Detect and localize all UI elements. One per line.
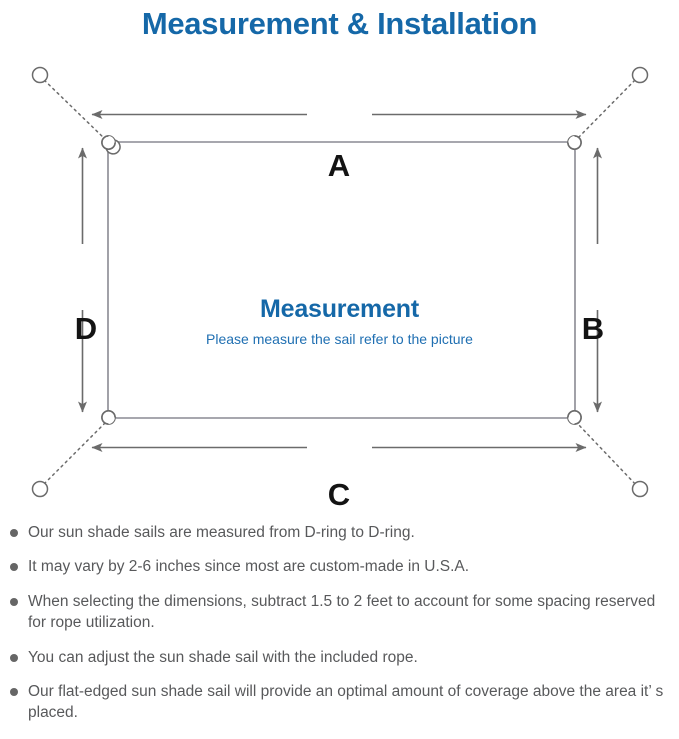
bullet-icon xyxy=(10,687,18,696)
anchor-point-top-left xyxy=(31,66,49,84)
d-ring-outlines xyxy=(101,135,582,425)
list-item: Our sun shade sails are measured from D-… xyxy=(0,522,679,543)
anchor-point-top-right xyxy=(631,66,649,84)
note-text: When selecting the dimensions, subtract … xyxy=(28,592,656,632)
list-item: When selecting the dimensions, subtract … xyxy=(0,591,679,634)
rope-lines xyxy=(39,75,640,489)
rope-line-bottom-right xyxy=(575,421,640,489)
rope-line-bottom-left xyxy=(39,421,107,489)
bullet-icon xyxy=(10,597,18,606)
notes-list: Our sun shade sails are measured from D-… xyxy=(0,522,679,737)
rope-line-top-right xyxy=(575,75,640,141)
sail-diagram-svg xyxy=(31,66,649,498)
dimension-label-b: B xyxy=(581,311,605,346)
dimension-label-d: D xyxy=(74,311,98,346)
dimension-label-c: C xyxy=(327,477,351,512)
note-text: It may vary by 2-6 inches since most are… xyxy=(28,558,470,576)
sail-outline xyxy=(107,141,576,419)
anchor-points xyxy=(31,66,649,498)
dimension-label-a: A xyxy=(327,148,351,183)
bullet-icon xyxy=(10,653,18,662)
list-item: It may vary by 2-6 inches since most are… xyxy=(0,556,679,577)
note-text: Our flat-edged sun shade sail will provi… xyxy=(28,682,664,722)
anchor-point-bottom-right xyxy=(631,480,649,498)
note-text: Our sun shade sails are measured from D-… xyxy=(28,524,415,541)
note-text: You can adjust the sun shade sail with t… xyxy=(28,648,418,666)
bullet-icon xyxy=(10,529,18,537)
bullet-icon xyxy=(10,563,18,572)
list-item: Our flat-edged sun shade sail will provi… xyxy=(0,681,679,724)
list-item: You can adjust the sun shade sail with t… xyxy=(0,647,679,668)
page-title: Measurement & Installation xyxy=(141,6,538,41)
rope-line-top-left xyxy=(39,75,107,141)
d-ring-corner-fills xyxy=(108,136,575,424)
diagram-container: Measurement Please measure the sail refe… xyxy=(0,52,679,512)
anchor-point-bottom-left xyxy=(31,480,49,498)
